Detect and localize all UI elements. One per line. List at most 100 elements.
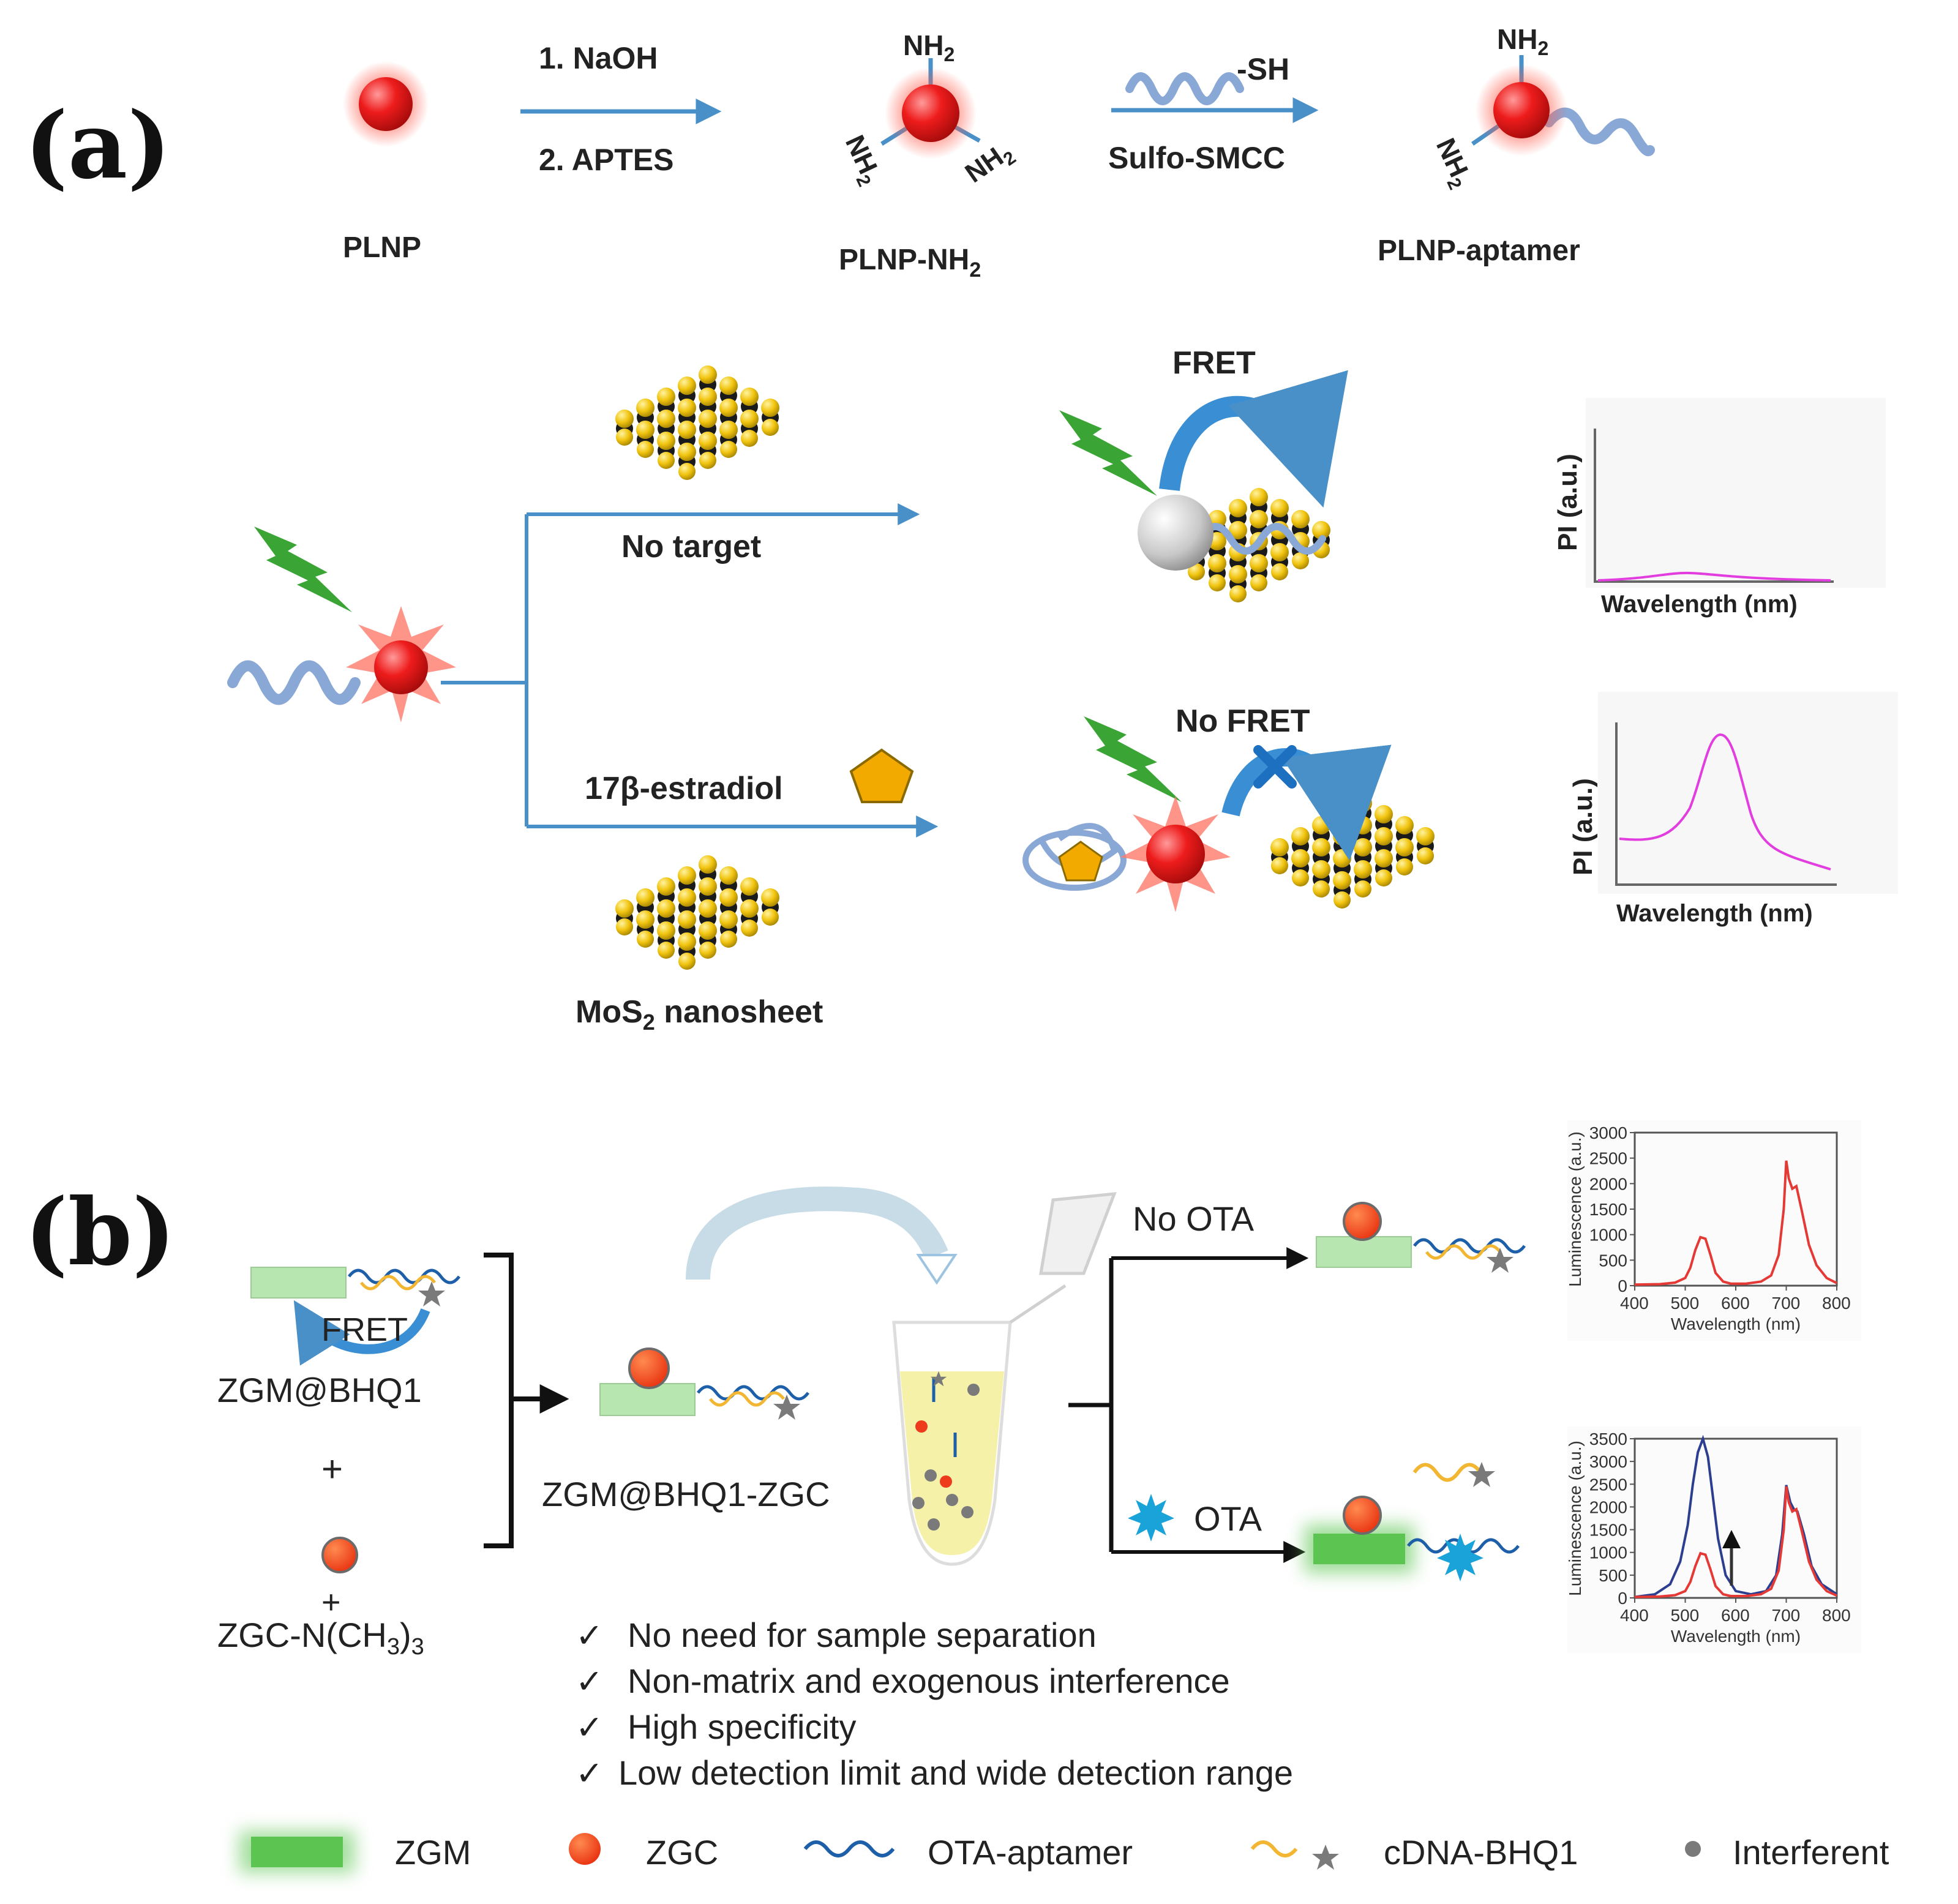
fret-aptamer-wave [1196, 523, 1326, 555]
sample-tube [892, 1192, 1117, 1566]
mos2-nanosheet-top [615, 365, 779, 480]
y-tick-label: 2000 [1589, 1174, 1627, 1193]
y-tick-label: 1500 [1589, 1200, 1627, 1219]
legend-cdna-star-icon [1312, 1845, 1339, 1870]
legend-cdna-label: cDNA-BHQ1 [1384, 1833, 1578, 1872]
transfer-arrow-head [916, 1254, 958, 1285]
y-tick-label: 500 [1599, 1251, 1627, 1270]
combine-bracket [484, 1253, 514, 1548]
emitting-plnp [1120, 796, 1231, 912]
released-cdna [1412, 1463, 1482, 1482]
transfer-arrow [686, 1186, 948, 1280]
y-tick-label: 1500 [1589, 1521, 1627, 1540]
x-tick-label: 500 [1671, 1294, 1700, 1313]
panel-a-label: (a) [24, 92, 171, 200]
nh2-top-label: NH2 [903, 29, 955, 66]
legend-zgm-label: ZGM [395, 1833, 471, 1872]
check-mark-1: ✓ [576, 1617, 603, 1654]
emission-curve [1619, 733, 1831, 871]
x-tick-label: 700 [1772, 1606, 1801, 1625]
chart-background [1567, 1426, 1861, 1653]
y-tick-label: 2500 [1589, 1149, 1627, 1168]
plus-1: + [321, 1449, 343, 1490]
x-tick-label: 400 [1620, 1606, 1649, 1625]
fret-bolt-icon [1059, 410, 1157, 496]
plus-2: + [321, 1584, 341, 1621]
result-quenched-cdna [1425, 1244, 1501, 1260]
ota-molecule-icon [1128, 1494, 1174, 1542]
quenched-curve [1597, 571, 1831, 582]
panel-b-label: (b) [24, 1179, 176, 1286]
fret-label: FRET [1172, 345, 1256, 381]
bound-ota-icon [1437, 1534, 1484, 1581]
blocked-cross-icon [1253, 745, 1297, 789]
legend: ZGM ZGC OTA-aptamer cDNA-BHQ1 Interferen… [239, 1831, 1889, 1873]
bhq1-star-icon [418, 1281, 445, 1306]
plnp-nh2-label: PLNP-NH2 [839, 244, 981, 282]
branch-lines [441, 514, 528, 826]
nh2-right-label: NH2 [960, 136, 1020, 192]
legend-cdna-swatch [1250, 1840, 1298, 1857]
ota-label: OTA [1194, 1499, 1262, 1538]
plnp-particle [343, 61, 429, 147]
result-quenched-zgc [1343, 1202, 1382, 1241]
fret-return-arrow [293, 1300, 430, 1366]
x-tick-label: 500 [1671, 1606, 1700, 1625]
y-tick-label: 1000 [1589, 1226, 1627, 1245]
y-tick-label: 3500 [1589, 1430, 1627, 1449]
y-tick-label: 2000 [1589, 1497, 1627, 1516]
thiol-label: -SH [1237, 52, 1289, 86]
check-item-3: High specificity [628, 1707, 856, 1746]
no-ota-label: No OTA [1133, 1199, 1255, 1238]
aptamer-estradiol-complex [1022, 823, 1127, 891]
x-axis-label: Wavelength (nm) [1671, 1627, 1801, 1646]
zgc-label: ZGC-N(CH3)3 [217, 1616, 424, 1660]
no-fret-label: No FRET [1176, 703, 1310, 739]
legend-zgm-swatch [251, 1837, 343, 1867]
excitation-bolt-icon [254, 527, 352, 612]
result-quenched-block [1316, 1236, 1412, 1268]
x-axis-label: Wavelength (nm) [1671, 1314, 1801, 1333]
legend-zgc-label: ZGC [646, 1833, 718, 1872]
legend-aptamer-swatch [803, 1840, 895, 1857]
legend-interferent-label: Interferent [1733, 1833, 1889, 1872]
x-tick-label: 800 [1822, 1294, 1851, 1313]
nh2-left-label-2: NH2 [1427, 134, 1479, 193]
zgc-particle [321, 1537, 358, 1573]
probe-aptamer [697, 1385, 809, 1401]
no-target-label: No target [621, 529, 761, 564]
y-tick-label: 1000 [1589, 1543, 1627, 1562]
y-tick-label: 3000 [1589, 1452, 1627, 1471]
mos2-label: MoS2 nanosheet [576, 994, 823, 1035]
fret-label-b: FRET [321, 1311, 408, 1348]
y-tick-label: 0 [1618, 1276, 1627, 1295]
spectrum-xlabel-1: Wavelength (nm) [1601, 591, 1798, 618]
zgm-bhq1-cdna [360, 1275, 436, 1291]
y-tick-label: 500 [1599, 1566, 1627, 1585]
chart-background [1567, 1120, 1861, 1341]
mos2-nofret-sheet [1270, 794, 1435, 909]
check-item-1: No need for sample separation [628, 1616, 1097, 1654]
y-axis-label: Luminescence (a.u.) [1566, 1441, 1585, 1596]
thiol-aptamer-wave [1125, 72, 1244, 105]
nh2-top-label-2: NH2 [1497, 23, 1548, 59]
spectrum-ylabel-1: PI (a.u.) [1553, 454, 1583, 551]
zgm-bhq1-block [250, 1267, 347, 1299]
check-item-2: Non-matrix and exogenous interference [628, 1662, 1230, 1700]
spectrum-xlabel-2: Wavelength (nm) [1616, 900, 1813, 927]
spectrum-fret: PI (a.u.) Wavelength (nm) [1553, 398, 1886, 618]
mos2-nanosheet-bottom [615, 855, 779, 970]
y-axis-label: Luminescence (a.u.) [1566, 1131, 1585, 1287]
advantages-list: ✓ No need for sample separation ✓ Non-ma… [576, 1616, 1293, 1792]
quenched-plnp [1138, 495, 1213, 571]
y-tick-label: 0 [1618, 1589, 1627, 1608]
plnp-aptamer-probe [227, 606, 456, 722]
result-bright-block [1313, 1534, 1405, 1564]
x-tick-label: 800 [1822, 1606, 1851, 1625]
check-item-4: Low detection limit and wide detection r… [618, 1753, 1293, 1792]
legend-interferent-swatch [1685, 1841, 1701, 1857]
probe-cdna [709, 1391, 785, 1407]
x-tick-label: 600 [1721, 1294, 1750, 1313]
fret-curved-arrow [1159, 370, 1348, 508]
